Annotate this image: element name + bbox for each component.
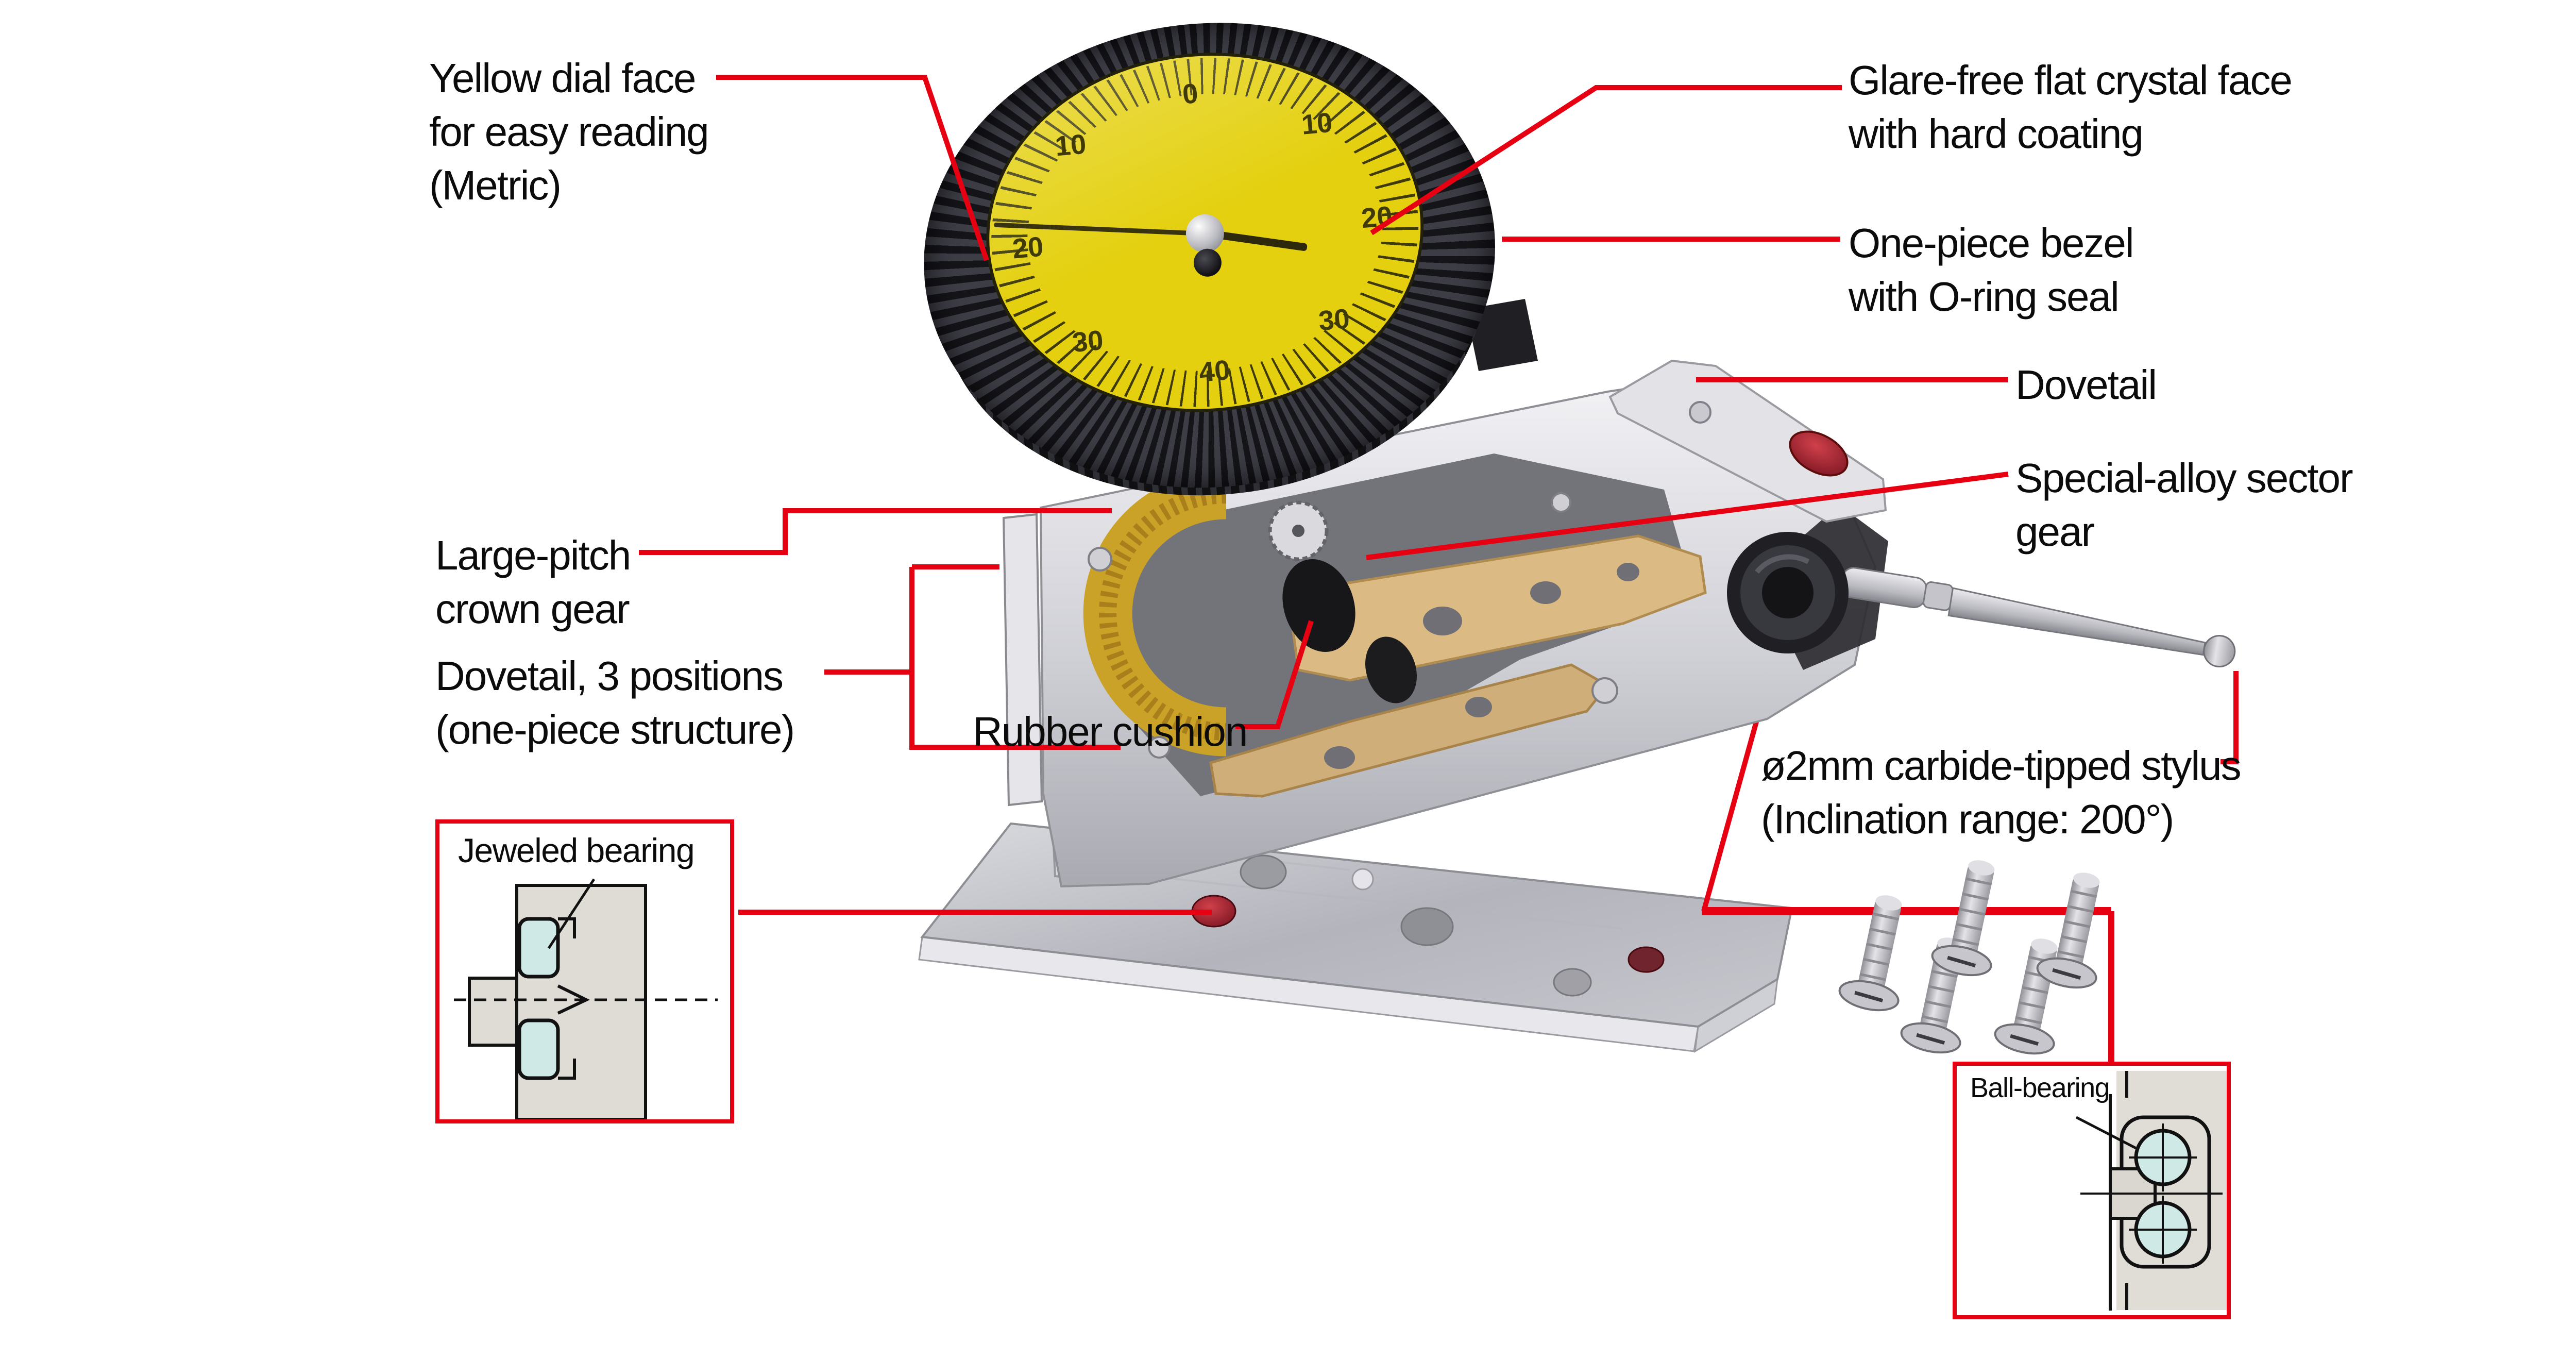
stylus-ball-tip: [2203, 635, 2236, 668]
baseplate-pin: [1351, 868, 1374, 891]
baseplate-hole: [1400, 907, 1454, 946]
callout-one-piece-bezel: One-piece bezel with O-ring seal: [1849, 220, 2134, 320]
jewel-lower: [517, 1018, 560, 1080]
body-jewel: [1789, 430, 1849, 477]
leader-glare-free: [1370, 85, 1842, 236]
callout-glare-free: Glare-free flat crystal face with hard c…: [1849, 57, 2293, 157]
jeweled-bearing-label: Jeweled bearing: [458, 831, 695, 869]
callout-yellow-dial-face: Yellow dial face for easy reading (Metri…: [429, 55, 709, 208]
callout-large-pitch: Large-pitch crown gear: [435, 532, 631, 632]
mounting-screws: [1838, 860, 2100, 1055]
callout-dovetail: Dovetail: [2015, 362, 2157, 408]
leader-rubber-cushion: [1235, 620, 1314, 729]
leader-sector-gear: [1366, 472, 2009, 560]
leader-yellow-dial-face: [716, 75, 989, 261]
baseplate-hole: [1240, 854, 1287, 890]
body-screws: [1088, 492, 1618, 759]
ball-bearing-drawing: [2075, 1071, 2227, 1311]
baseplate-hole: [1553, 968, 1592, 997]
callout-dovetail-3-positions: Dovetail, 3 positions (one-piece structu…: [435, 653, 795, 752]
jeweled-bearing-drawing: [454, 878, 718, 1119]
stylus-pivot-knob: [1727, 532, 1849, 653]
ball-bearing-pivot-box: Ball-bearing pivot: [1953, 1062, 2231, 1319]
callout-sector-gear: Special-alloy sector gear: [2015, 455, 2353, 555]
baseplate-jewel: [1628, 946, 1665, 973]
dovetail-block: [1608, 359, 1887, 523]
pointer-line: [547, 878, 596, 949]
pointer-line: [2075, 1116, 2139, 1151]
leader-stylus: [2221, 671, 2239, 764]
callout-rubber-cushion: Rubber cushion: [973, 709, 1248, 754]
rubber-cushion-part: [1282, 559, 1355, 652]
bezel-clamp: [1466, 299, 1538, 371]
jeweled-bearing-box: Jeweled bearing: [435, 819, 734, 1123]
jewel-upper: [517, 917, 560, 979]
screw: [1931, 860, 1995, 977]
callout-stylus: ø2mm carbide-tipped stylus (Inclination …: [1761, 743, 2242, 842]
cutaway-mechanism: [1083, 454, 1707, 798]
screw: [1838, 895, 1902, 1012]
stylus: [1840, 567, 2236, 668]
leader-large-pitch: [639, 508, 1112, 555]
leader-dovetail-3-positions: [824, 564, 1121, 750]
screw: [2036, 873, 2100, 989]
rear-dovetail-plate: [1002, 513, 1043, 807]
